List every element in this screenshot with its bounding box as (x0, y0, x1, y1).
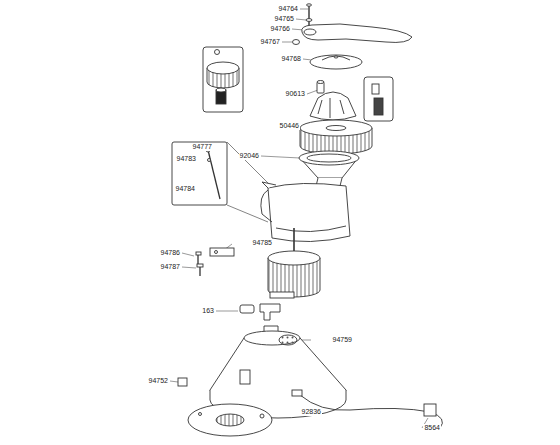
line-art (196, 252, 201, 255)
detail-inset (364, 77, 393, 121)
callout-number: 8564 (423, 424, 441, 432)
line-art (306, 19, 312, 22)
line-art (215, 50, 220, 55)
line-art (182, 253, 194, 256)
line-art (240, 370, 250, 384)
switch-parts (196, 248, 280, 334)
line-art (334, 56, 338, 58)
callout-number: 94766 (270, 25, 291, 33)
line-art (210, 248, 234, 256)
line-art (182, 267, 196, 268)
line-art (215, 251, 218, 254)
line-art (300, 395, 442, 428)
callout-number: 163 (201, 307, 215, 315)
callout-number: 94783 (176, 155, 197, 163)
line-art (268, 251, 320, 265)
line-art (172, 142, 227, 205)
line-art (276, 226, 346, 232)
line-art (260, 414, 264, 418)
reamer-cone (310, 81, 356, 121)
line-art (178, 378, 187, 386)
line-art (307, 4, 312, 6)
line-art (170, 381, 178, 382)
line-art (282, 42, 292, 43)
juice-jug (261, 182, 350, 242)
line-art (203, 47, 243, 112)
detail-inset (203, 47, 243, 112)
callout-number: 94787 (160, 263, 181, 271)
callout-number: 94765 (274, 15, 295, 23)
press-cap (310, 55, 362, 69)
line-art (279, 335, 297, 345)
callout-number: 94786 (160, 249, 181, 257)
line-art (216, 311, 238, 312)
line-art (299, 151, 359, 165)
detail-inset (172, 142, 270, 222)
callout-number: 94784 (175, 185, 196, 193)
callout-number: 92046 (239, 152, 260, 160)
callout-number: 94764 (278, 5, 299, 13)
lever-arm (293, 4, 413, 45)
line-art (310, 55, 362, 69)
line-art (216, 88, 226, 92)
filter-basket (300, 120, 372, 154)
motor (268, 228, 320, 298)
line-art (318, 98, 344, 118)
line-art (260, 304, 280, 320)
line-art (364, 77, 393, 121)
line-art (304, 29, 316, 35)
line-art (244, 331, 300, 345)
power-cord (292, 390, 442, 428)
line-art (270, 292, 294, 298)
line-art (424, 404, 436, 416)
callout-number: 94777 (192, 143, 213, 151)
base-plate (188, 404, 272, 436)
strainer-ring (299, 151, 359, 186)
line-art (292, 390, 302, 396)
callout-number: 94785 (252, 239, 273, 247)
line-art (317, 81, 324, 84)
line-art (326, 126, 346, 131)
line-art (296, 19, 306, 20)
line-art (302, 24, 412, 42)
line-art (268, 183, 350, 241)
line-art (197, 254, 198, 264)
line-art (293, 40, 300, 45)
line-art (207, 62, 239, 74)
line-art (199, 266, 200, 276)
leader-lines (170, 9, 428, 428)
line-art (227, 142, 270, 185)
line-art (262, 182, 276, 188)
callout-number: 94767 (260, 38, 281, 46)
line-art (261, 156, 300, 158)
line-art (300, 9, 308, 10)
motor-base (178, 331, 346, 418)
line-art (307, 154, 351, 162)
line-art (300, 120, 372, 136)
callout-number: 94759 (332, 336, 353, 344)
callout-number: 94768 (281, 55, 302, 63)
line-art (197, 264, 203, 267)
line-art (307, 90, 318, 94)
line-art (322, 56, 350, 60)
line-art (240, 305, 254, 313)
line-art (208, 150, 220, 199)
line-art (170, 4, 442, 436)
line-art (199, 413, 202, 416)
callout-number: 50446 (279, 122, 300, 130)
line-art (188, 404, 272, 436)
callout-number: 94752 (148, 377, 169, 385)
callout-number: 90613 (285, 90, 306, 98)
line-art (310, 92, 356, 120)
callout-number: 92836 (301, 408, 322, 416)
line-art (374, 98, 383, 115)
line-art (208, 159, 211, 162)
line-art (216, 414, 244, 426)
line-art (372, 84, 379, 94)
line-art (261, 190, 272, 222)
